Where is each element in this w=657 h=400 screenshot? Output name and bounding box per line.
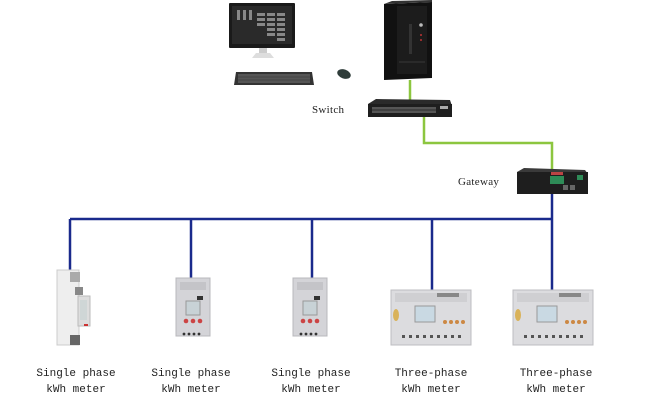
switch-to-gateway-link (422, 117, 554, 170)
ethernet-links (408, 80, 554, 170)
meter-3-caption-line2: kWh meter (281, 384, 341, 396)
meter-5-caption-line1: Three-phase (519, 368, 593, 380)
meter-1-device (56, 269, 91, 346)
pc-tower-icon (384, 0, 432, 80)
rs485-bus (68, 194, 554, 290)
meter-3-caption: Single phase kWh meter (256, 366, 366, 398)
monitor-icon (229, 3, 295, 58)
gateway-device-icon (517, 168, 588, 194)
meter-2-caption-line1: Single phase (151, 368, 231, 380)
meter-3-device (292, 277, 328, 337)
meter-2-caption-line2: kWh meter (161, 384, 221, 396)
meter-3-caption-line1: Single phase (271, 368, 351, 380)
keyboard-icon (234, 72, 314, 85)
meter-5-caption-line2: kWh meter (526, 384, 586, 396)
meter-4-device (390, 289, 472, 346)
mouse-icon (337, 69, 351, 79)
meter-1-caption: Single phase kWh meter (21, 366, 131, 398)
meter-1-caption-line2: kWh meter (46, 384, 106, 396)
gateway-label: Gateway (458, 176, 500, 188)
meter-5-device (512, 289, 594, 346)
meter-2-caption: Single phase kWh meter (136, 366, 246, 398)
meter-5-caption: Three-phase kWh meter (501, 366, 611, 398)
switch-label: Switch (312, 104, 345, 116)
meter-2-device (175, 277, 211, 337)
meter-4-caption: Three-phase kWh meter (376, 366, 486, 398)
meter-4-caption-line1: Three-phase (394, 368, 468, 380)
meter-4-caption-line2: kWh meter (401, 384, 461, 396)
meter-1-caption-line1: Single phase (36, 368, 116, 380)
network-switch-icon (368, 99, 452, 117)
